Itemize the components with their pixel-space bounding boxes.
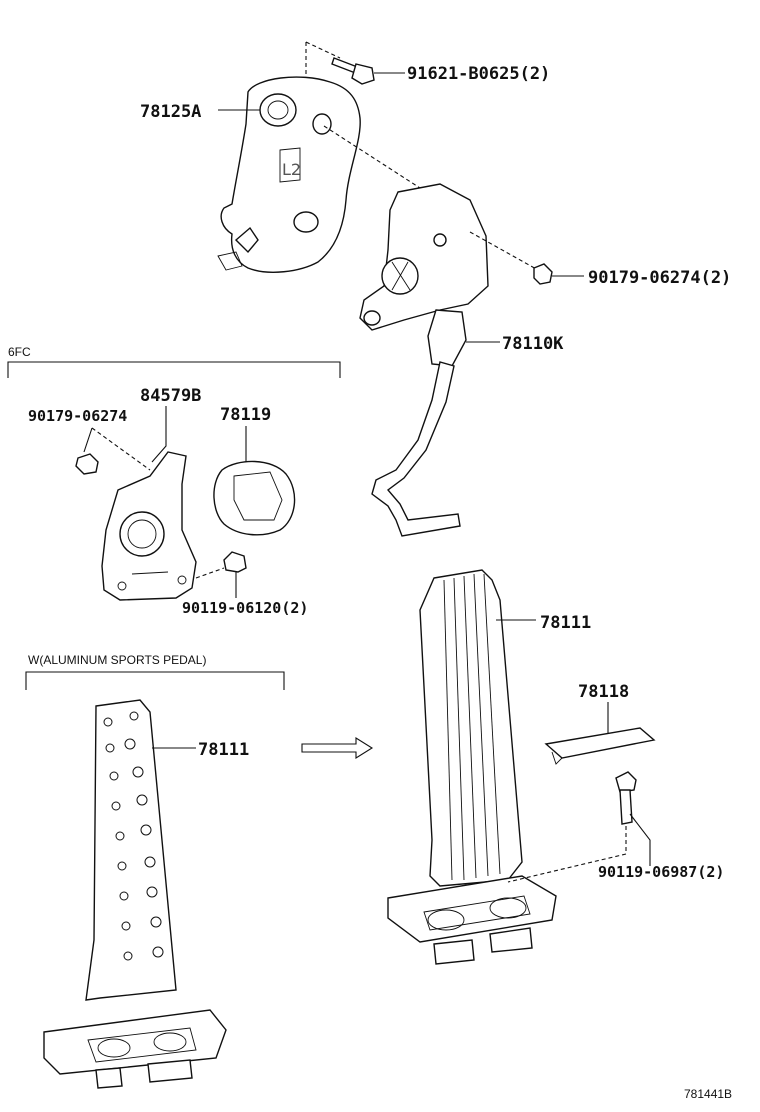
label-78110k: 78110K [502,334,564,354]
arrow-icon [301,737,374,759]
cover-78118-drawing [544,727,656,765]
label-90179-6fc: 90179-06274 [28,407,127,425]
bracket-78125a-drawing: L2 [217,76,361,273]
screw-90119-06987-drawing [615,771,637,825]
bracket-84579b-drawing [101,451,197,601]
label-90179-right: 90179-06274(2) [588,268,731,288]
screw-90119-06120-drawing [223,551,247,573]
label-78118: 78118 [578,682,629,702]
label-78111-standard: 78111 [540,613,591,633]
label-84579b: 84579B [140,386,201,406]
nut-90179-right-drawing [533,263,553,285]
label-78111-sport: 78111 [198,740,249,760]
label-78125a: 78125A [140,102,201,122]
group-sports-pedal-label: W(ALUMINUM SPORTS PEDAL) [28,653,206,667]
nut-90179-6fc-drawing [75,453,99,475]
group-6fc-label: 6FC [8,345,31,359]
sports-pedal-78111-drawing [43,699,227,1089]
svg-text:L2: L2 [282,160,301,179]
label-90119-06987: 90119-06987(2) [598,863,724,881]
bolt-91621-drawing [331,57,375,85]
figure-id: 781441B [684,1087,732,1101]
pedal-arm-78110k-drawing [359,183,489,537]
label-90119-06120: 90119-06120(2) [182,599,308,617]
clip-78119-drawing [213,460,296,536]
label-78119: 78119 [220,405,271,425]
standard-pedal-78111-drawing [387,569,557,965]
label-91621: 91621-B0625(2) [407,64,550,84]
